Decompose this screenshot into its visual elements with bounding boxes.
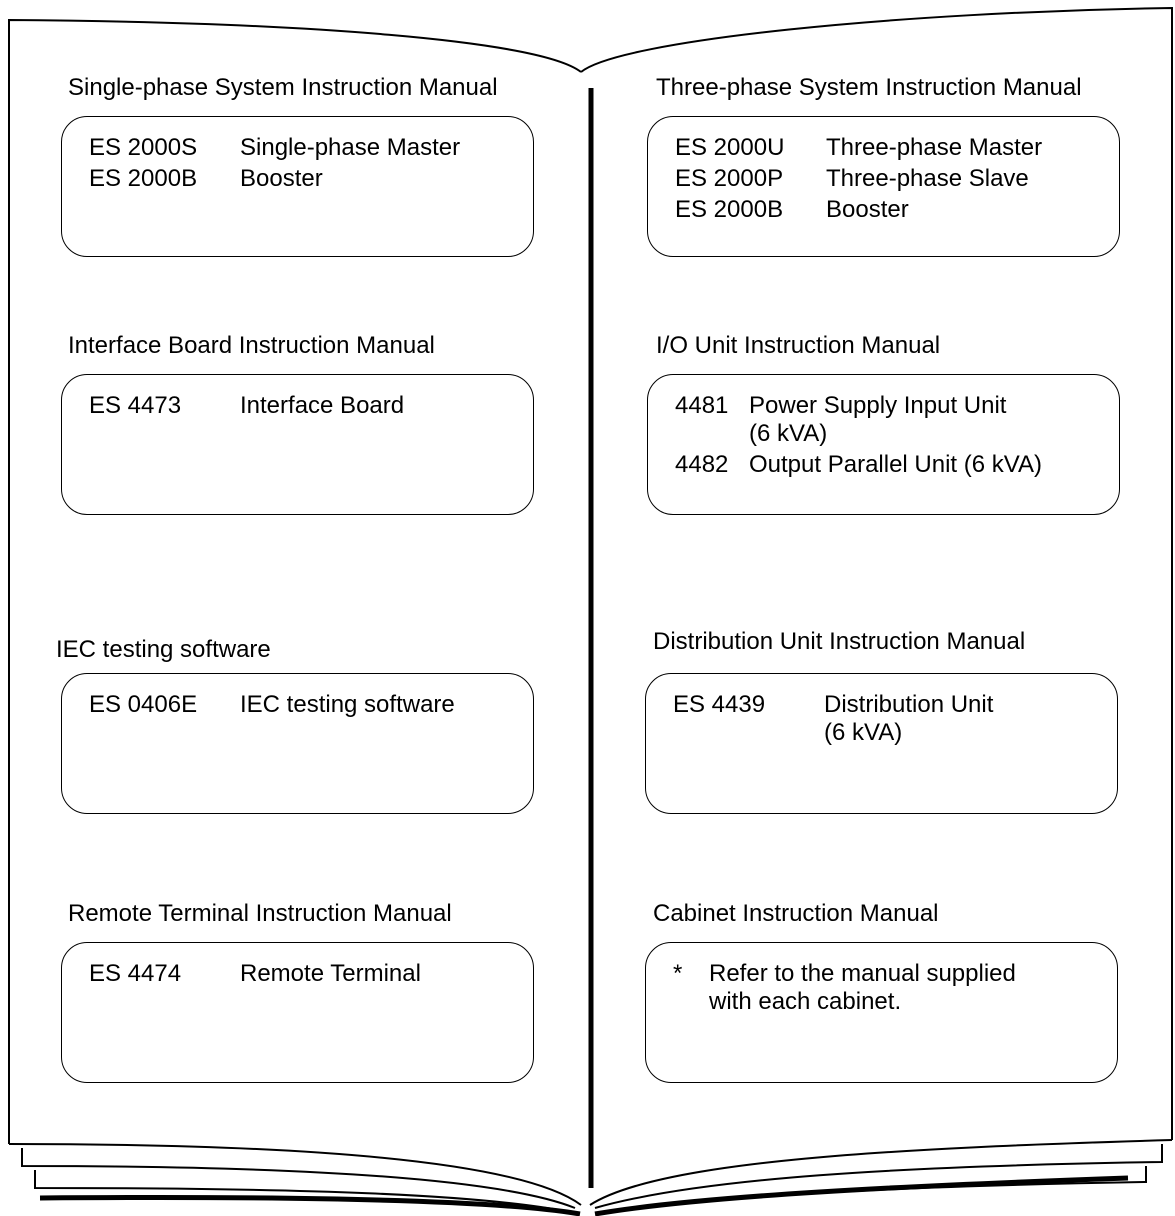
section-title-interface-board: Interface Board Instruction Manual: [68, 332, 435, 359]
item-description: Three-phase Slave: [826, 165, 1029, 192]
item-description: Interface Board: [240, 392, 405, 419]
item-description: Booster: [826, 196, 909, 223]
section-title-single-phase: Single-phase System Instruction Manual: [68, 74, 498, 101]
item-code: ES 2000S: [89, 134, 198, 161]
note-text: Refer to the manual supplied: [709, 960, 1016, 987]
manual-box-interface-board: ES 4473 Interface Board: [61, 374, 534, 515]
manual-box-cabinet: * Refer to the manual supplied with each…: [645, 942, 1118, 1083]
note-text-line2: with each cabinet.: [709, 988, 902, 1015]
item-code: ES 2000U: [675, 134, 785, 161]
item-description-line2: (6 kVA): [824, 719, 903, 746]
item-description: Remote Terminal: [240, 960, 421, 987]
section-title-distribution-unit: Distribution Unit Instruction Manual: [653, 628, 1026, 655]
item-code: 4481: [675, 392, 729, 419]
item-code: ES 4474: [89, 960, 182, 987]
item-code: ES 4473: [89, 392, 182, 419]
item-description: Output Parallel Unit (6 kVA): [749, 451, 1043, 478]
item-description: Single-phase Master: [240, 134, 461, 161]
item-description: Three-phase Master: [826, 134, 1043, 161]
manual-box-iec-software: ES 0406E IEC testing software: [61, 673, 534, 814]
section-title-three-phase: Three-phase System Instruction Manual: [656, 74, 1082, 101]
item-code: ES 2000B: [675, 196, 784, 223]
item-description: Distribution Unit: [824, 691, 994, 718]
manual-box-three-phase: ES 2000U Three-phase Master ES 2000P Thr…: [647, 116, 1120, 257]
item-code: ES 2000B: [89, 165, 198, 192]
asterisk: *: [673, 960, 683, 987]
item-description: IEC testing software: [240, 691, 455, 718]
section-title-iec-software: IEC testing software: [56, 636, 271, 663]
item-code: ES 4439: [673, 691, 766, 718]
item-code: ES 2000P: [675, 165, 784, 192]
item-description: Power Supply Input Unit: [749, 392, 1007, 419]
section-title-io-unit: I/O Unit Instruction Manual: [656, 332, 941, 359]
manual-box-remote-terminal: ES 4474 Remote Terminal: [61, 942, 534, 1083]
item-code: ES 0406E: [89, 691, 198, 718]
section-title-cabinet: Cabinet Instruction Manual: [653, 900, 939, 927]
item-description-line2: (6 kVA): [749, 420, 828, 447]
section-title-remote-terminal: Remote Terminal Instruction Manual: [68, 900, 452, 927]
manual-box-io-unit: 4481 Power Supply Input Unit (6 kVA) 448…: [647, 374, 1120, 515]
item-description: Booster: [240, 165, 323, 192]
manual-box-distribution-unit: ES 4439 Distribution Unit (6 kVA): [645, 673, 1118, 814]
manual-box-single-phase: ES 2000S Single-phase Master ES 2000B Bo…: [61, 116, 534, 257]
item-code: 4482: [675, 451, 729, 478]
